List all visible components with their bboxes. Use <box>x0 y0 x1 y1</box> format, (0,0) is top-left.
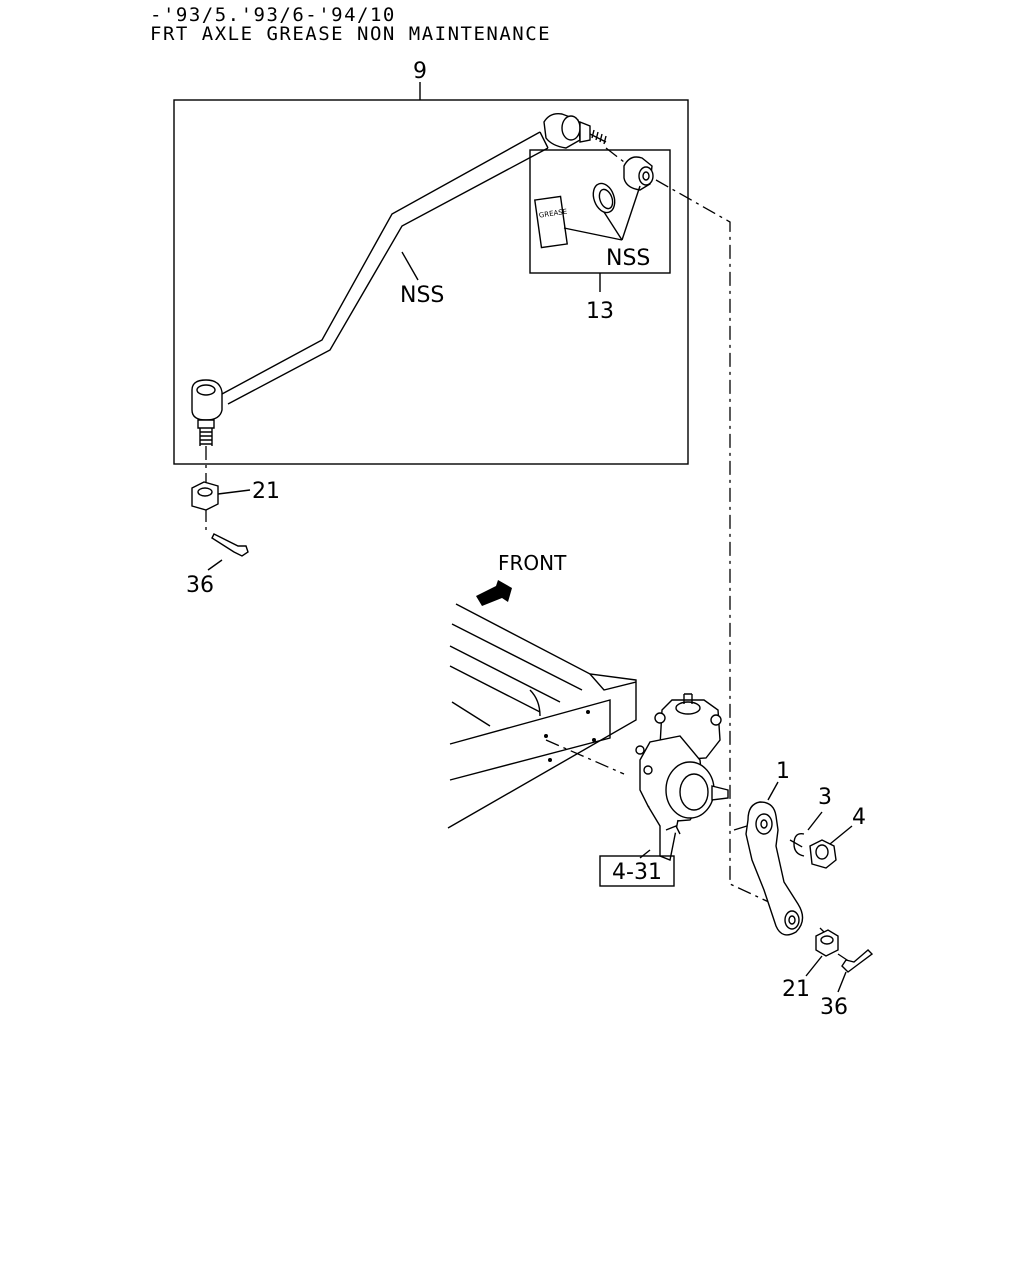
front-direction-indicator: FRONT <box>476 551 567 606</box>
nut-21-top: 21 <box>191 479 280 511</box>
steering-gear-box <box>635 693 729 861</box>
label-4-31: 4-31 <box>612 860 662 885</box>
front-arrow-icon <box>476 580 512 606</box>
drag-link-assembly-box: 9 <box>173 59 689 465</box>
cotter-pin-36-bottom: 36 <box>820 949 874 1020</box>
nut-4: 4 <box>809 805 866 869</box>
chassis-frame-rail <box>447 603 637 829</box>
left-ball-joint <box>191 379 223 446</box>
label-3: 3 <box>818 785 832 810</box>
label-1: 1 <box>776 759 790 784</box>
label-36-bottom: 36 <box>820 995 848 1020</box>
diagram-title: FRT AXLE GREASE NON MAINTENANCE <box>150 23 552 45</box>
drag-link-rod <box>221 131 549 405</box>
pitman-arm: 1 <box>745 759 804 936</box>
right-ball-joint <box>543 112 607 149</box>
snap-ring-3: 3 <box>793 785 832 857</box>
label-21-bottom: 21 <box>782 977 810 1002</box>
label-36-top: 36 <box>186 573 214 598</box>
label-front: FRONT <box>498 551 567 575</box>
grease-pack-label: GREASE <box>538 208 567 220</box>
label-9: 9 <box>413 59 427 84</box>
model-period-code: -'93/5.'93/6-'94/10 <box>150 4 396 26</box>
label-4: 4 <box>852 805 866 830</box>
cotter-pin-36-top: 36 <box>186 533 249 598</box>
service-kit-box: GREASE NSS 13 <box>529 149 671 324</box>
label-21-top: 21 <box>252 479 280 504</box>
label-nss-kit: NSS <box>606 246 650 271</box>
label-nss-rod: NSS <box>400 283 444 308</box>
ref-4-31-box: 4-31 <box>599 855 675 887</box>
nut-21-bottom: 21 <box>782 929 839 1002</box>
label-13: 13 <box>586 299 614 324</box>
